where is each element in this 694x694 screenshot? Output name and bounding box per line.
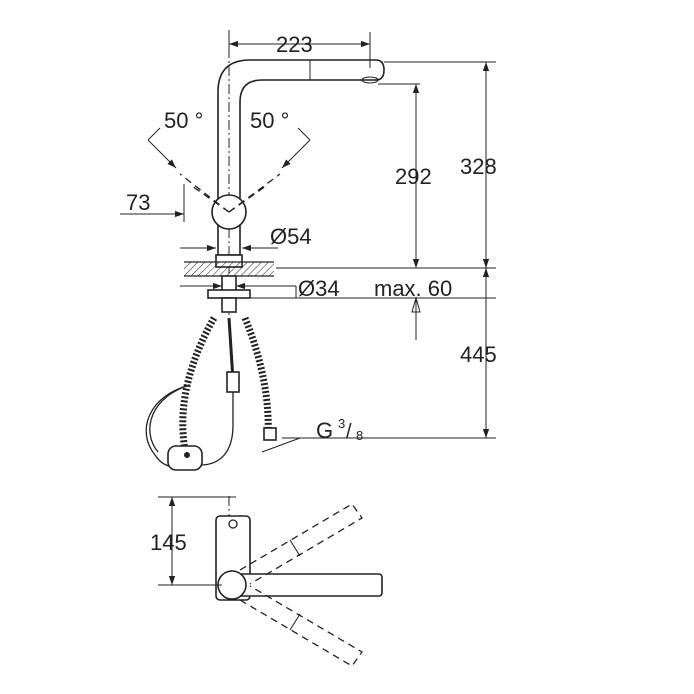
hose-left bbox=[179, 316, 218, 461]
dim-top-depth: 145 bbox=[150, 530, 187, 555]
spout-outlet bbox=[361, 76, 379, 84]
countertop-hatch bbox=[184, 262, 274, 276]
dim-angle-right: 50 ° bbox=[250, 108, 289, 133]
dim-spout-reach: 223 bbox=[276, 32, 313, 57]
dim-base-diameter: Ø54 bbox=[270, 224, 312, 249]
dim-offset: 73 bbox=[126, 190, 150, 215]
faucet-side-view bbox=[145, 30, 385, 471]
faucet-top-view bbox=[158, 496, 383, 667]
dim-max-thickness: max. 60 bbox=[374, 276, 452, 301]
dim-angle-left: 50 ° bbox=[164, 108, 203, 133]
hose-connector-right bbox=[263, 427, 277, 441]
dimension-lines bbox=[120, 32, 496, 453]
hose-right bbox=[241, 316, 272, 441]
dim-hose-length: 445 bbox=[460, 342, 497, 367]
dim-spout-height: 292 bbox=[395, 164, 432, 189]
dim-total-height: 328 bbox=[460, 154, 497, 179]
top-spout bbox=[231, 573, 383, 597]
faucet-spout bbox=[217, 59, 385, 256]
hose-weight bbox=[167, 445, 203, 471]
dim-thread-prefix: G bbox=[316, 418, 333, 443]
dim-thread-slash: / bbox=[346, 421, 352, 443]
dim-thread-denominator: 8 bbox=[356, 428, 363, 443]
mounting-nut bbox=[207, 289, 251, 299]
dim-hole-diameter: Ø34 bbox=[298, 276, 340, 301]
dim-thread-numerator: 3 bbox=[338, 416, 345, 431]
